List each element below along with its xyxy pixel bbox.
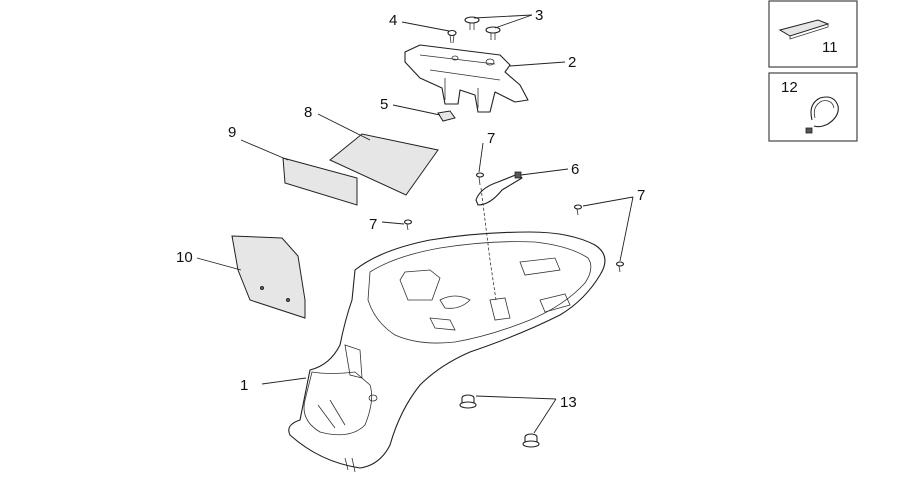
part-13-rubber-feet (459, 394, 540, 448)
part-5-clip (437, 110, 456, 122)
callout-6: 6 (571, 161, 579, 178)
part-4-screw (447, 29, 457, 44)
part-3-buttons (464, 16, 501, 40)
inset-box-12 (768, 72, 858, 142)
inset-box-11 (768, 0, 858, 68)
callout-7-right: 7 (637, 187, 645, 204)
callout-8: 8 (304, 104, 312, 121)
part-1-helmet-compartment (288, 231, 606, 473)
callout-13: 13 (560, 394, 577, 411)
part-10-cover (231, 235, 306, 319)
callout-7-upper: 7 (487, 130, 495, 147)
part-9-label (282, 157, 358, 206)
callout-9: 9 (228, 124, 236, 141)
callout-11: 11 (822, 39, 838, 56)
callout-3: 3 (535, 7, 543, 24)
part-7-screws (403, 172, 625, 301)
leader-lines (196, 14, 634, 434)
callout-1: 1 (240, 377, 248, 394)
callout-7-left: 7 (369, 216, 377, 233)
part-8-manual (329, 133, 439, 196)
callout-2: 2 (568, 54, 576, 71)
callout-12: 12 (781, 79, 798, 96)
callout-5: 5 (380, 96, 388, 113)
callout-labels: 1 2 3 4 5 6 7 7 7 8 9 10 11 12 13 (176, 7, 838, 411)
callout-4: 4 (389, 12, 397, 29)
callout-10: 10 (176, 249, 193, 266)
part-2-bracket (404, 44, 529, 113)
